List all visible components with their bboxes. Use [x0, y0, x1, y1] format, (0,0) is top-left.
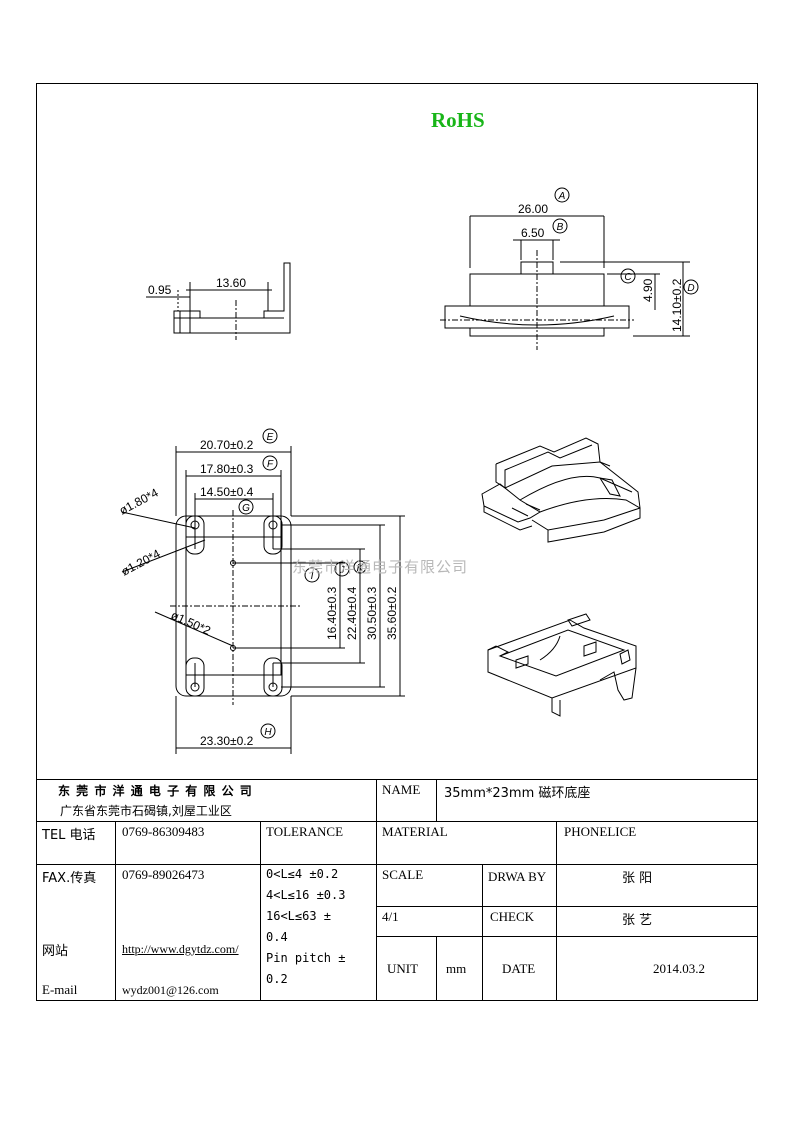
- tolerance-line: 4<L≤16 ±0.3: [266, 888, 346, 902]
- material-label: MATERIAL: [382, 824, 448, 839]
- dim-h: 23.30±0.2: [200, 734, 254, 748]
- dim-i: 16.40±0.3: [325, 586, 339, 640]
- drawn-by-value: 张 阳: [622, 871, 653, 886]
- dim-13-6: 13.60: [216, 276, 246, 290]
- website-link[interactable]: http://www.dgytdz.com/: [122, 942, 239, 956]
- tolerance-table: 0<L≤4 ±0.2 4<L≤16 ±0.3 16<L≤63 ± 0.4 Pin…: [266, 864, 358, 990]
- tolerance-line: 16<L≤63 ±: [266, 909, 332, 923]
- website-label: 网站: [42, 944, 69, 959]
- scale-label: SCALE: [382, 867, 424, 882]
- iso-view-lower: [487, 613, 637, 717]
- callout-b: B: [557, 222, 564, 233]
- tolerance-line: 0.4: [266, 930, 288, 944]
- name-value: 35mm*23mm 磁环底座: [444, 786, 591, 801]
- hole-1-5: ø1.50*2: [169, 608, 213, 638]
- tel-label: TEL 电话: [42, 828, 96, 843]
- company-name: 东 莞 市 洋 通 电 子 有 限 公 司: [58, 784, 253, 798]
- check-value: 张 艺: [622, 913, 653, 928]
- callout-g: G: [242, 503, 250, 514]
- material-value: PHONELICE: [564, 824, 637, 839]
- company-address: 广东省东莞市石碣镇,刘屋工业区: [60, 804, 232, 818]
- name-label: NAME: [382, 782, 421, 797]
- callout-d: D: [687, 283, 694, 294]
- unit-value: mm: [446, 961, 467, 976]
- hole-1-8: ø1.80*4: [117, 485, 161, 517]
- scale-value: 4/1: [382, 909, 399, 924]
- date-label: DATE: [502, 961, 536, 976]
- tolerance-line: 0.2: [266, 972, 288, 986]
- dim-g: 14.50±0.4: [200, 485, 254, 499]
- tolerance-label: TOLERANCE: [266, 824, 344, 839]
- title-block: 东 莞 市 洋 通 电 子 有 限 公 司 广东省东莞市石碣镇,刘屋工业区 NA…: [36, 779, 758, 1001]
- dim-14-1: 14.10±0.2: [670, 278, 684, 332]
- dim-e: 20.70±0.2: [200, 438, 254, 452]
- dim-j: 22.40±0.4: [345, 586, 359, 640]
- dim-26: 26.00: [518, 202, 548, 216]
- email-label: E-mail: [42, 982, 78, 997]
- dim-l: 35.60±0.2: [385, 586, 399, 640]
- top-view: [121, 446, 405, 754]
- tolerance-line: Pin pitch ±: [266, 951, 346, 965]
- check-label: CHECK: [490, 909, 535, 924]
- dim-0-95: 0.95: [148, 283, 172, 297]
- dim-k: 30.50±0.3: [365, 586, 379, 640]
- side-view: [146, 262, 291, 340]
- callout-e: E: [267, 432, 274, 443]
- hole-1-2: ø1.20*4: [119, 546, 163, 578]
- callout-f: F: [267, 459, 274, 470]
- unit-label: UNIT: [387, 961, 419, 976]
- rohs-mark: RoHS: [431, 108, 485, 132]
- callout-i: I: [311, 571, 314, 582]
- drawn-by-label: DRWA BY: [488, 869, 547, 884]
- dim-f: 17.80±0.3: [200, 462, 254, 476]
- fax-label: FAX.传真: [42, 871, 97, 886]
- watermark: 东莞市洋通电子有限公司: [292, 558, 469, 576]
- technical-drawing: A B C D E F G H I J K 26.00 6.50 4.90 14…: [117, 187, 699, 754]
- tel-value: 0769-86309483: [122, 824, 205, 839]
- date-value: 2014.03.2: [653, 961, 705, 976]
- callout-h: H: [264, 727, 272, 738]
- callout-a: A: [558, 191, 566, 202]
- callout-c: C: [624, 272, 632, 283]
- tolerance-line: 0<L≤4 ±0.2: [266, 867, 339, 881]
- callout-k: K: [357, 563, 365, 574]
- fax-value: 0769-89026473: [122, 867, 205, 882]
- callout-j: J: [339, 565, 346, 576]
- dim-4-9: 4.90: [641, 278, 655, 302]
- front-view: [440, 215, 690, 350]
- email-value: wydz001@126.com: [122, 983, 219, 997]
- dim-6-5: 6.50: [521, 226, 545, 240]
- iso-view-upper: [481, 437, 641, 543]
